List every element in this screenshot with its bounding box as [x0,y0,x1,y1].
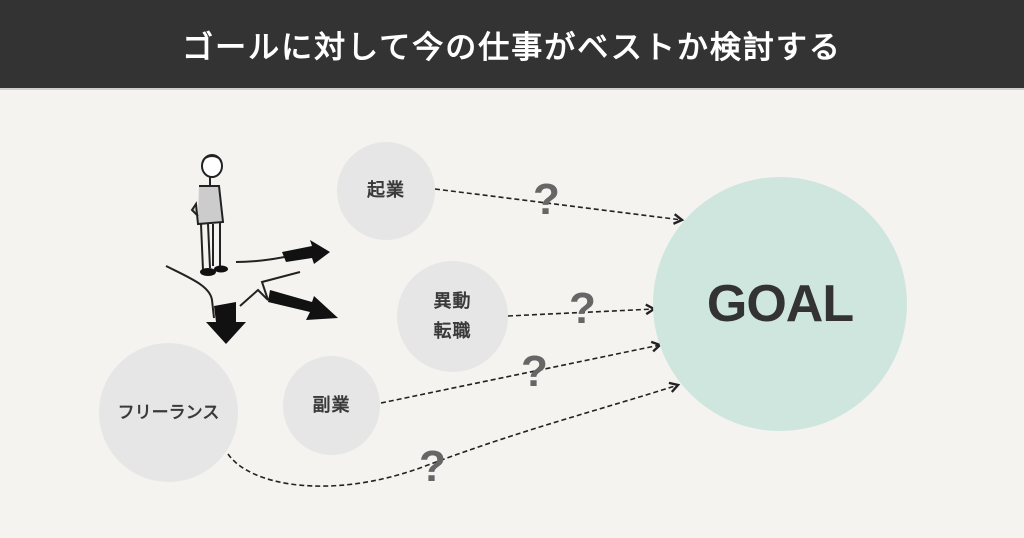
option-label-kigyo: 起業 [367,180,405,201]
goal-circle: GOAL [653,177,907,431]
header-bar: ゴールに対して今の仕事がベストか検討する [0,0,1024,88]
question-mark-icon: ? [569,284,596,333]
option-label-line1: 異動 [433,290,472,312]
option-freelance: フリーランス [99,343,238,482]
option-kigyo: 起業 [337,142,435,240]
question-mark-icon: ? [521,347,548,396]
option-label-freelance: フリーランス [117,402,220,423]
goal-label: GOAL [706,275,854,333]
option-ido-tenshoku: 異動 転職 [397,261,508,372]
header-divider [0,88,1024,90]
crossroad-illustration [165,240,338,344]
arrow-ido-to-goal [507,303,657,317]
arrow-kigyo-to-goal [434,188,685,225]
dashed-arrows [227,188,685,487]
page-title: ゴールに対して今の仕事がベストか検討する [182,29,842,66]
question-mark-icon: ? [419,442,446,491]
arrow-freelance-to-goal [227,381,681,487]
option-label-ido-tenshoku: 異動 転職 [434,287,472,347]
option-label-line2: 転職 [433,320,472,342]
option-fukugyo: 副業 [283,356,380,455]
question-mark-icon: ? [533,175,560,224]
person-illustration [190,154,228,276]
option-label-fukugyo: 副業 [312,394,351,416]
